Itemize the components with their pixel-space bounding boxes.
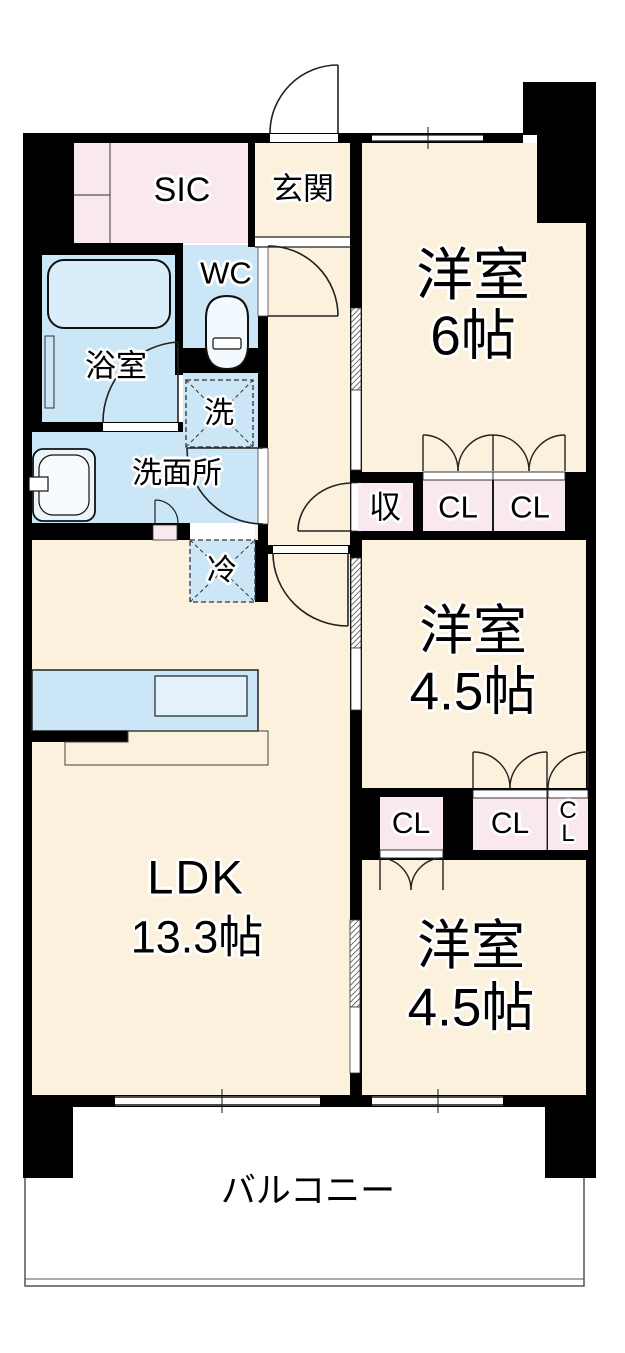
toilet-tank-icon (212, 337, 242, 350)
label-hall-storage: 収 (368, 489, 402, 525)
label-laundry: 洗 (204, 397, 234, 430)
door-swings (102, 64, 589, 891)
label-bedroom3-cl: CL (391, 807, 431, 840)
laundry-space-box (185, 379, 254, 448)
label-bedroom2: 洋室 (419, 601, 527, 661)
washroom-door-arc (186, 447, 264, 525)
washroom-door-opening (257, 447, 269, 525)
label-bedroom1-cl-right: CL (510, 489, 550, 525)
kitchen-sink-icon (154, 675, 248, 717)
bedroom1-closet-folding-doors (422, 434, 566, 472)
ldk-window (115, 1089, 320, 1113)
entrance-door-arc (269, 64, 339, 134)
toilet-icon (205, 294, 249, 371)
entrance-step (255, 237, 350, 247)
wc-door-arc (267, 245, 339, 317)
label-entrance: 玄関 (272, 171, 334, 207)
bedroom3-window (372, 1089, 503, 1113)
entrance-door-opening (270, 134, 338, 142)
label-bedroom1: 洋室 (416, 243, 530, 308)
washroom-cabinet-box (152, 524, 178, 541)
bedroom3-sliding-door (349, 919, 361, 1074)
ldk-door-opening (273, 546, 348, 553)
label-bedroom2-cl-small: CL (559, 797, 577, 847)
bathroom-door-opening (103, 423, 178, 431)
closet-boxes (74, 143, 589, 859)
bath-counter-icon (44, 335, 55, 409)
label-refrigerator: 冷 (207, 554, 237, 587)
label-bedroom1-cl-left: CL (438, 489, 478, 525)
bedroom1-cl-left-box (423, 480, 492, 531)
label-ldk: LDK (147, 850, 245, 904)
hall-storage-box (358, 483, 413, 531)
bedroom3-floor (362, 860, 587, 1095)
bedroom2-sliding-door (350, 557, 362, 711)
fixtures (28, 259, 269, 766)
label-wc: WC (200, 255, 252, 291)
sink-tap-icon (28, 476, 49, 492)
wall-openings (103, 127, 503, 1113)
label-bedroom3-size: 4.5帖 (407, 978, 535, 1038)
bedroom3-cl-box (380, 797, 443, 850)
kitchen-counter-icon (31, 669, 269, 766)
label-bedroom3: 洋室 (417, 916, 525, 976)
bedroom2-cl-small-box (548, 798, 588, 850)
hallway-floor (255, 237, 350, 540)
bedroom1-cl-right-box (494, 480, 565, 531)
label-bedroom1-size: 6帖 (430, 304, 516, 367)
bedroom1-window (372, 127, 483, 149)
ldk-door-arc (272, 552, 349, 627)
refrigerator-space-box (189, 539, 256, 603)
wc-door-opening (257, 245, 269, 317)
bedroom2-floor (362, 540, 587, 788)
label-bedroom2-size: 4.5帖 (409, 662, 537, 722)
label-washroom: 洗面所 (132, 457, 222, 490)
bedroom2-cl-box (473, 798, 547, 850)
bedroom2-closet-folding-doors (472, 751, 589, 789)
bedroom1-sliding-door (350, 307, 362, 471)
entrance-floor (255, 143, 350, 237)
hall-storage-door-arc (297, 482, 353, 532)
label-balcony: バルコニー (220, 1171, 396, 1211)
ldk-floor (32, 540, 350, 1095)
balcony-railing (24, 1178, 585, 1287)
bathroom-door-arc (102, 341, 179, 423)
label-bedroom2-cl: CL (490, 807, 530, 840)
label-bathroom: 浴室 (85, 348, 147, 384)
label-sic: SIC (153, 171, 211, 209)
bedroom3-closet-folding-doors (379, 857, 444, 891)
bathtub-icon (47, 259, 171, 329)
washroom-cabinet-door-arc (154, 499, 179, 524)
sic-floor (74, 143, 248, 243)
label-ldk-size: 13.3帖 (130, 911, 264, 963)
